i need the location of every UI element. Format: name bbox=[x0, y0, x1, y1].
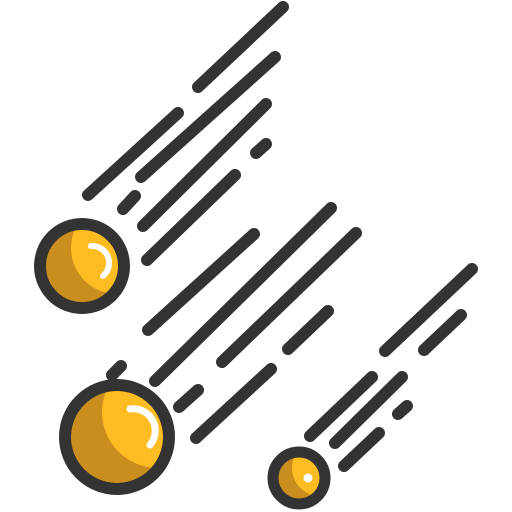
trail-line bbox=[304, 371, 378, 442]
meteor-1-trail bbox=[82, 1, 289, 266]
ball-highlight bbox=[88, 242, 113, 279]
trail-line bbox=[135, 51, 281, 183]
meteor-3-trail bbox=[304, 263, 478, 472]
trail-line bbox=[190, 363, 277, 444]
meteor-1-ball bbox=[34, 218, 130, 314]
meteor-2-trail bbox=[106, 202, 362, 444]
ball-outline bbox=[34, 218, 130, 314]
trail-line bbox=[329, 371, 408, 449]
trail-line bbox=[338, 427, 385, 472]
trail-line bbox=[106, 360, 127, 381]
trail-line bbox=[250, 138, 272, 159]
trail-line bbox=[192, 1, 289, 93]
meteor-2-ball bbox=[59, 379, 175, 495]
ball-highlight bbox=[126, 405, 159, 449]
trail-line bbox=[173, 384, 204, 413]
meteor-3-ball bbox=[267, 446, 331, 510]
trail-line bbox=[392, 400, 413, 420]
trail-line bbox=[149, 202, 337, 387]
trail-line bbox=[82, 107, 184, 201]
trail-line bbox=[142, 228, 260, 336]
trail-line bbox=[282, 305, 334, 355]
ball-outline bbox=[267, 446, 331, 510]
ball-outline bbox=[59, 379, 175, 495]
trail-line bbox=[418, 309, 467, 356]
trail-line bbox=[117, 190, 141, 215]
ball-highlight bbox=[303, 473, 313, 483]
trail-line bbox=[216, 227, 362, 368]
trail-line bbox=[379, 263, 478, 357]
trail-line bbox=[141, 169, 241, 266]
trail-line bbox=[137, 98, 272, 232]
